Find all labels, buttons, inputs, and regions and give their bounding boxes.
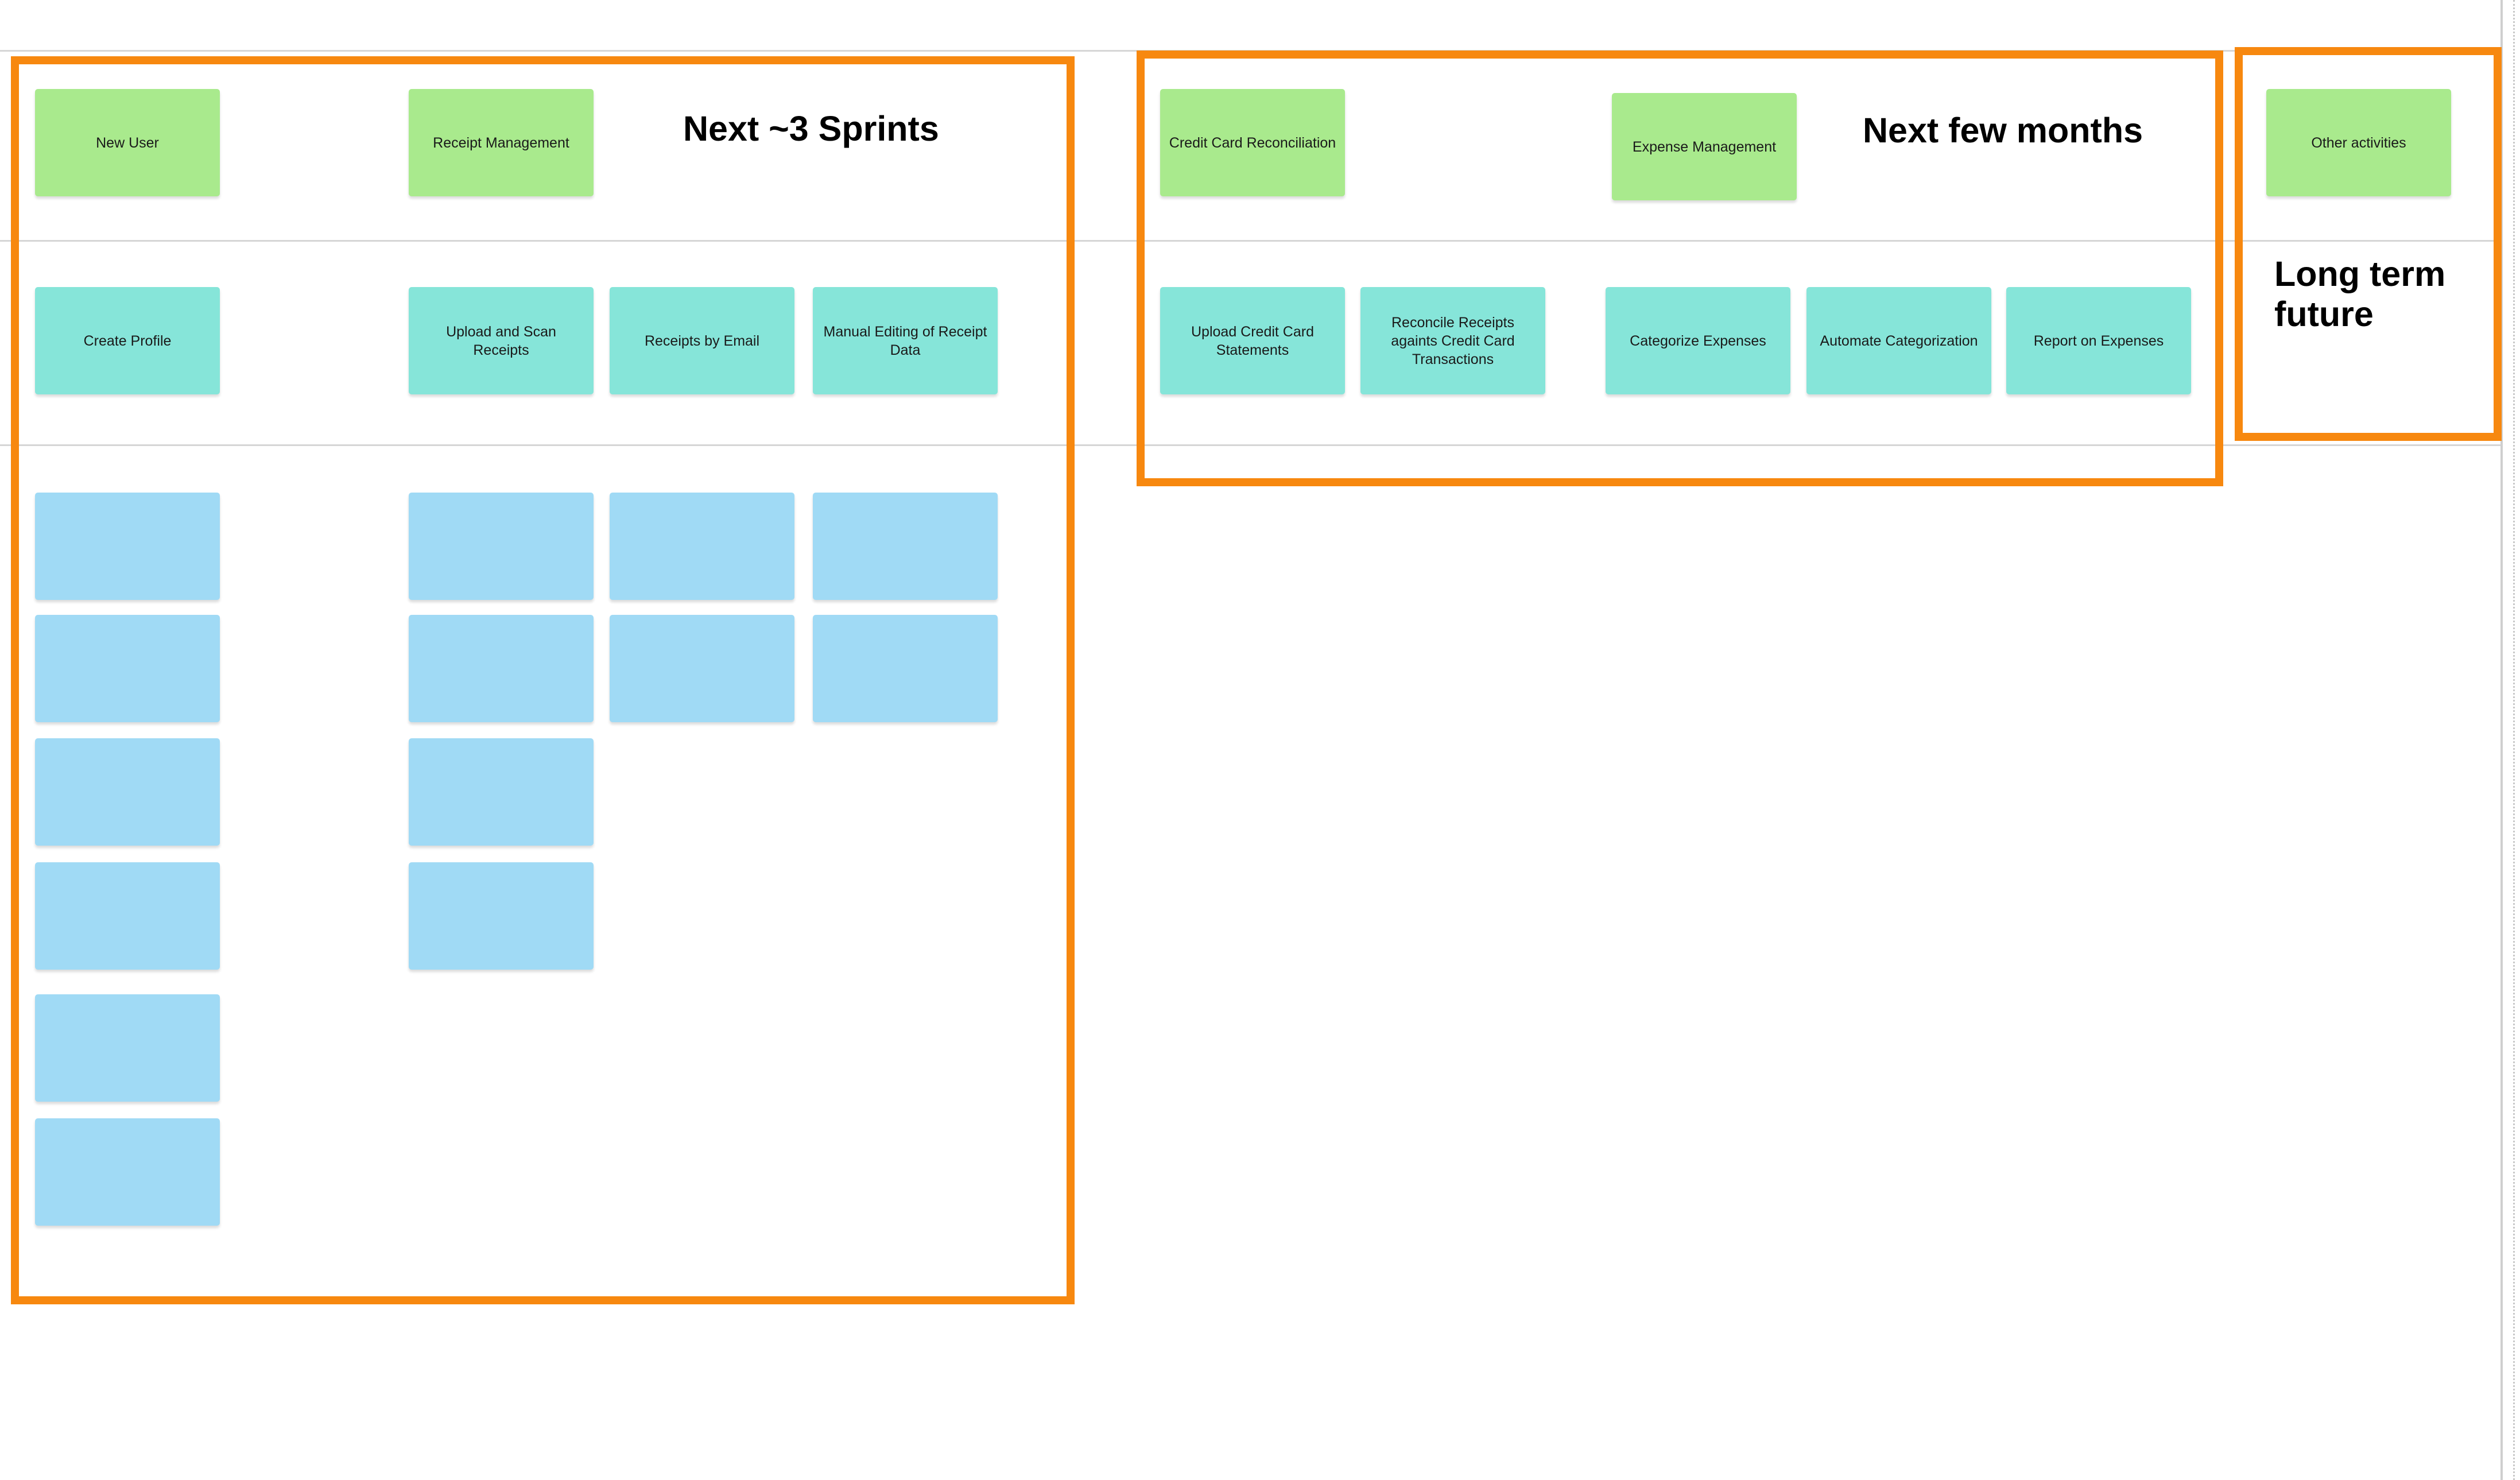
story-sticky[interactable] (409, 615, 594, 722)
story-sticky[interactable] (409, 493, 594, 600)
frame-long-term-future[interactable] (2235, 47, 2502, 441)
feature-sticky-automate-categorization[interactable]: Automate Categorization (1806, 287, 1991, 394)
story-sticky[interactable] (813, 493, 998, 600)
feature-row-divider (0, 444, 2503, 446)
epic-sticky-credit-card-reconciliation[interactable]: Credit Card Reconciliation (1160, 89, 1345, 196)
canvas-edge (2500, 0, 2503, 1480)
epic-sticky-receipt-management[interactable]: Receipt Management (409, 89, 594, 196)
story-sticky[interactable] (35, 862, 220, 970)
heading-next-few-months: Next few months (1863, 111, 2143, 150)
story-sticky[interactable] (409, 862, 594, 970)
story-sticky[interactable] (35, 615, 220, 722)
feature-sticky-receipts-by-email[interactable]: Receipts by Email (610, 287, 794, 394)
heading-long-term-future: Long term future (2274, 254, 2446, 334)
frame-next-few-months[interactable] (1137, 51, 2223, 486)
epic-sticky-new-user[interactable]: New User (35, 89, 220, 196)
frame-next-3-sprints[interactable] (11, 56, 1075, 1304)
story-sticky[interactable] (813, 615, 998, 722)
feature-sticky-report-on-expenses[interactable]: Report on Expenses (2006, 287, 2191, 394)
feature-sticky-manual-editing[interactable]: Manual Editing of Receipt Data (813, 287, 998, 394)
heading-next-3-sprints: Next ~3 Sprints (683, 109, 939, 148)
feature-sticky-upload-scan-receipts[interactable]: Upload and Scan Receipts (409, 287, 594, 394)
story-sticky[interactable] (610, 493, 794, 600)
epic-row-divider (0, 240, 2503, 242)
epic-sticky-other-activities[interactable]: Other activities (2266, 89, 2451, 196)
story-sticky[interactable] (610, 615, 794, 722)
story-sticky[interactable] (35, 1118, 220, 1226)
story-sticky[interactable] (409, 738, 594, 846)
feature-sticky-upload-credit-card-statements[interactable]: Upload Credit Card Statements (1160, 287, 1345, 394)
story-sticky[interactable] (35, 738, 220, 846)
story-sticky[interactable] (35, 994, 220, 1102)
story-sticky[interactable] (35, 493, 220, 600)
canvas-edge-dotted (2513, 0, 2515, 1480)
feature-sticky-categorize-expenses[interactable]: Categorize Expenses (1606, 287, 1790, 394)
feature-sticky-create-profile[interactable]: Create Profile (35, 287, 220, 394)
feature-sticky-reconcile-receipts[interactable]: Reconcile Receipts againts Credit Card T… (1360, 287, 1545, 394)
epic-sticky-expense-management[interactable]: Expense Management (1612, 93, 1797, 200)
